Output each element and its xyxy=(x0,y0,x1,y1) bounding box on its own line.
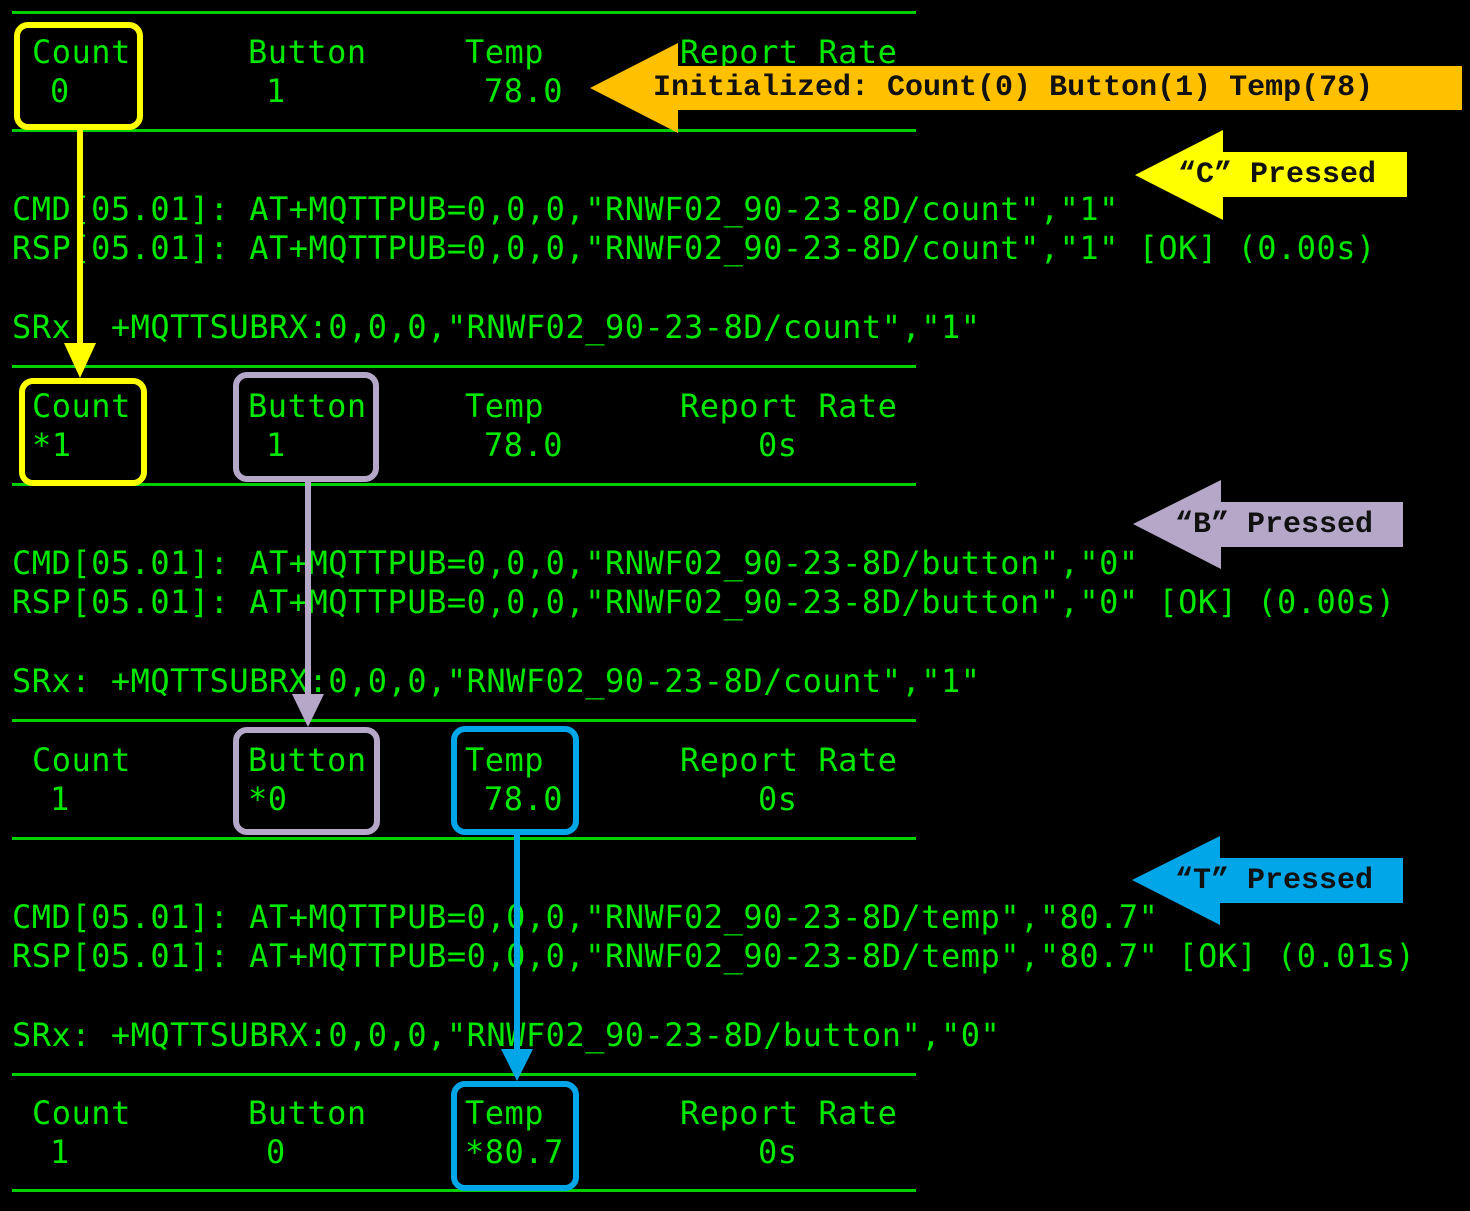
panel1-button-header: Button xyxy=(248,33,367,71)
t-pressed-callout-arrow xyxy=(1132,836,1403,925)
log-cmd-line: CMD[05.01]: AT+MQTTPUB=0,0,0,"RNWF02_90-… xyxy=(12,190,1119,228)
log-cmd-line: CMD[05.01]: AT+MQTTPUB=0,0,0,"RNWF02_90-… xyxy=(12,544,1139,582)
divider xyxy=(12,365,916,368)
panel4-rate-header: Report Rate xyxy=(680,1094,898,1132)
panel4-temp-value: *80.7 xyxy=(465,1133,564,1171)
log-rsp-line: RSP[05.01]: AT+MQTTPUB=0,0,0,"RNWF02_90-… xyxy=(12,937,1416,975)
panel2-count-header: Count xyxy=(32,387,131,425)
button-highlight-box xyxy=(233,372,379,482)
divider xyxy=(12,719,916,722)
panel3-temp-value: 78.0 xyxy=(484,780,564,818)
c-pressed-callout-arrow xyxy=(1135,130,1407,220)
panel4-rate-value: 0s xyxy=(758,1133,798,1171)
divider xyxy=(12,837,916,840)
t-pressed-callout-text: “T” Pressed xyxy=(1175,864,1374,898)
panel3-count-value: 1 xyxy=(50,780,70,818)
count-highlight-box xyxy=(19,378,147,486)
panel4-count-value: 1 xyxy=(50,1133,70,1171)
log-srx-line: SRx: +MQTTSUBRX:0,0,0,"RNWF02_90-23-8D/c… xyxy=(12,662,981,700)
panel2-temp-header: Temp xyxy=(465,387,545,425)
panel2-count-value: *1 xyxy=(32,426,72,464)
panel4-count-header: Count xyxy=(32,1094,131,1132)
divider xyxy=(12,1073,916,1076)
panel2-temp-value: 78.0 xyxy=(484,426,564,464)
initialized-callout-text: Initialized: Count(0) Button(1) Temp(78) xyxy=(653,71,1374,105)
log-cmd-line: CMD[05.01]: AT+MQTTPUB=0,0,0,"RNWF02_90-… xyxy=(12,898,1159,936)
panel3-rate-value: 0s xyxy=(758,780,798,818)
log-srx-line: SRx: +MQTTSUBRX:0,0,0,"RNWF02_90-23-8D/b… xyxy=(12,1016,1001,1054)
divider xyxy=(12,11,916,14)
panel2-button-header: Button xyxy=(248,387,367,425)
panel1-temp-header: Temp xyxy=(465,33,545,71)
initialized-callout-arrow xyxy=(590,43,1462,133)
panel3-rate-header: Report Rate xyxy=(680,741,898,779)
panel2-rate-header: Report Rate xyxy=(680,387,898,425)
button-connector-arrowhead xyxy=(292,694,324,727)
log-srx-line: SRx +MQTTSUBRX:0,0,0,"RNWF02_90-23-8D/co… xyxy=(12,308,981,346)
temp-connector-arrowhead xyxy=(501,1049,533,1081)
panel1-button-value: 1 xyxy=(266,72,286,110)
panel2-rate-value: 0s xyxy=(758,426,798,464)
panel3-button-header: Button xyxy=(248,741,367,779)
b-pressed-callout-text: “B” Pressed xyxy=(1175,508,1374,542)
temp-highlight-box xyxy=(451,1081,579,1191)
panel1-rate-header: Report Rate xyxy=(680,33,898,71)
divider xyxy=(12,129,916,132)
panel3-count-header: Count xyxy=(32,741,131,779)
count-highlight-box xyxy=(14,22,143,130)
panel1-count-header: Count xyxy=(32,33,131,71)
panel1-temp-value: 78.0 xyxy=(484,72,564,110)
temp-highlight-box xyxy=(451,726,579,835)
log-rsp-line: RSP[05.01]: AT+MQTTPUB=0,0,0,"RNWF02_90-… xyxy=(12,583,1396,621)
count-connector-arrowhead xyxy=(64,343,96,378)
button-highlight-box xyxy=(233,727,380,835)
panel4-button-value: 0 xyxy=(266,1133,286,1171)
panel4-button-header: Button xyxy=(248,1094,367,1132)
panel1-count-value: 0 xyxy=(50,72,70,110)
panel3-button-value: *0 xyxy=(248,780,288,818)
panel4-temp-header: Temp xyxy=(465,1094,545,1132)
b-pressed-callout-arrow xyxy=(1133,480,1403,569)
c-pressed-callout-text: “C” Pressed xyxy=(1178,158,1377,192)
log-rsp-line: RSP[05.01]: AT+MQTTPUB=0,0,0,"RNWF02_90-… xyxy=(12,229,1376,267)
divider xyxy=(12,483,916,486)
panel2-button-value: 1 xyxy=(266,426,286,464)
panel3-temp-header: Temp xyxy=(465,741,545,779)
